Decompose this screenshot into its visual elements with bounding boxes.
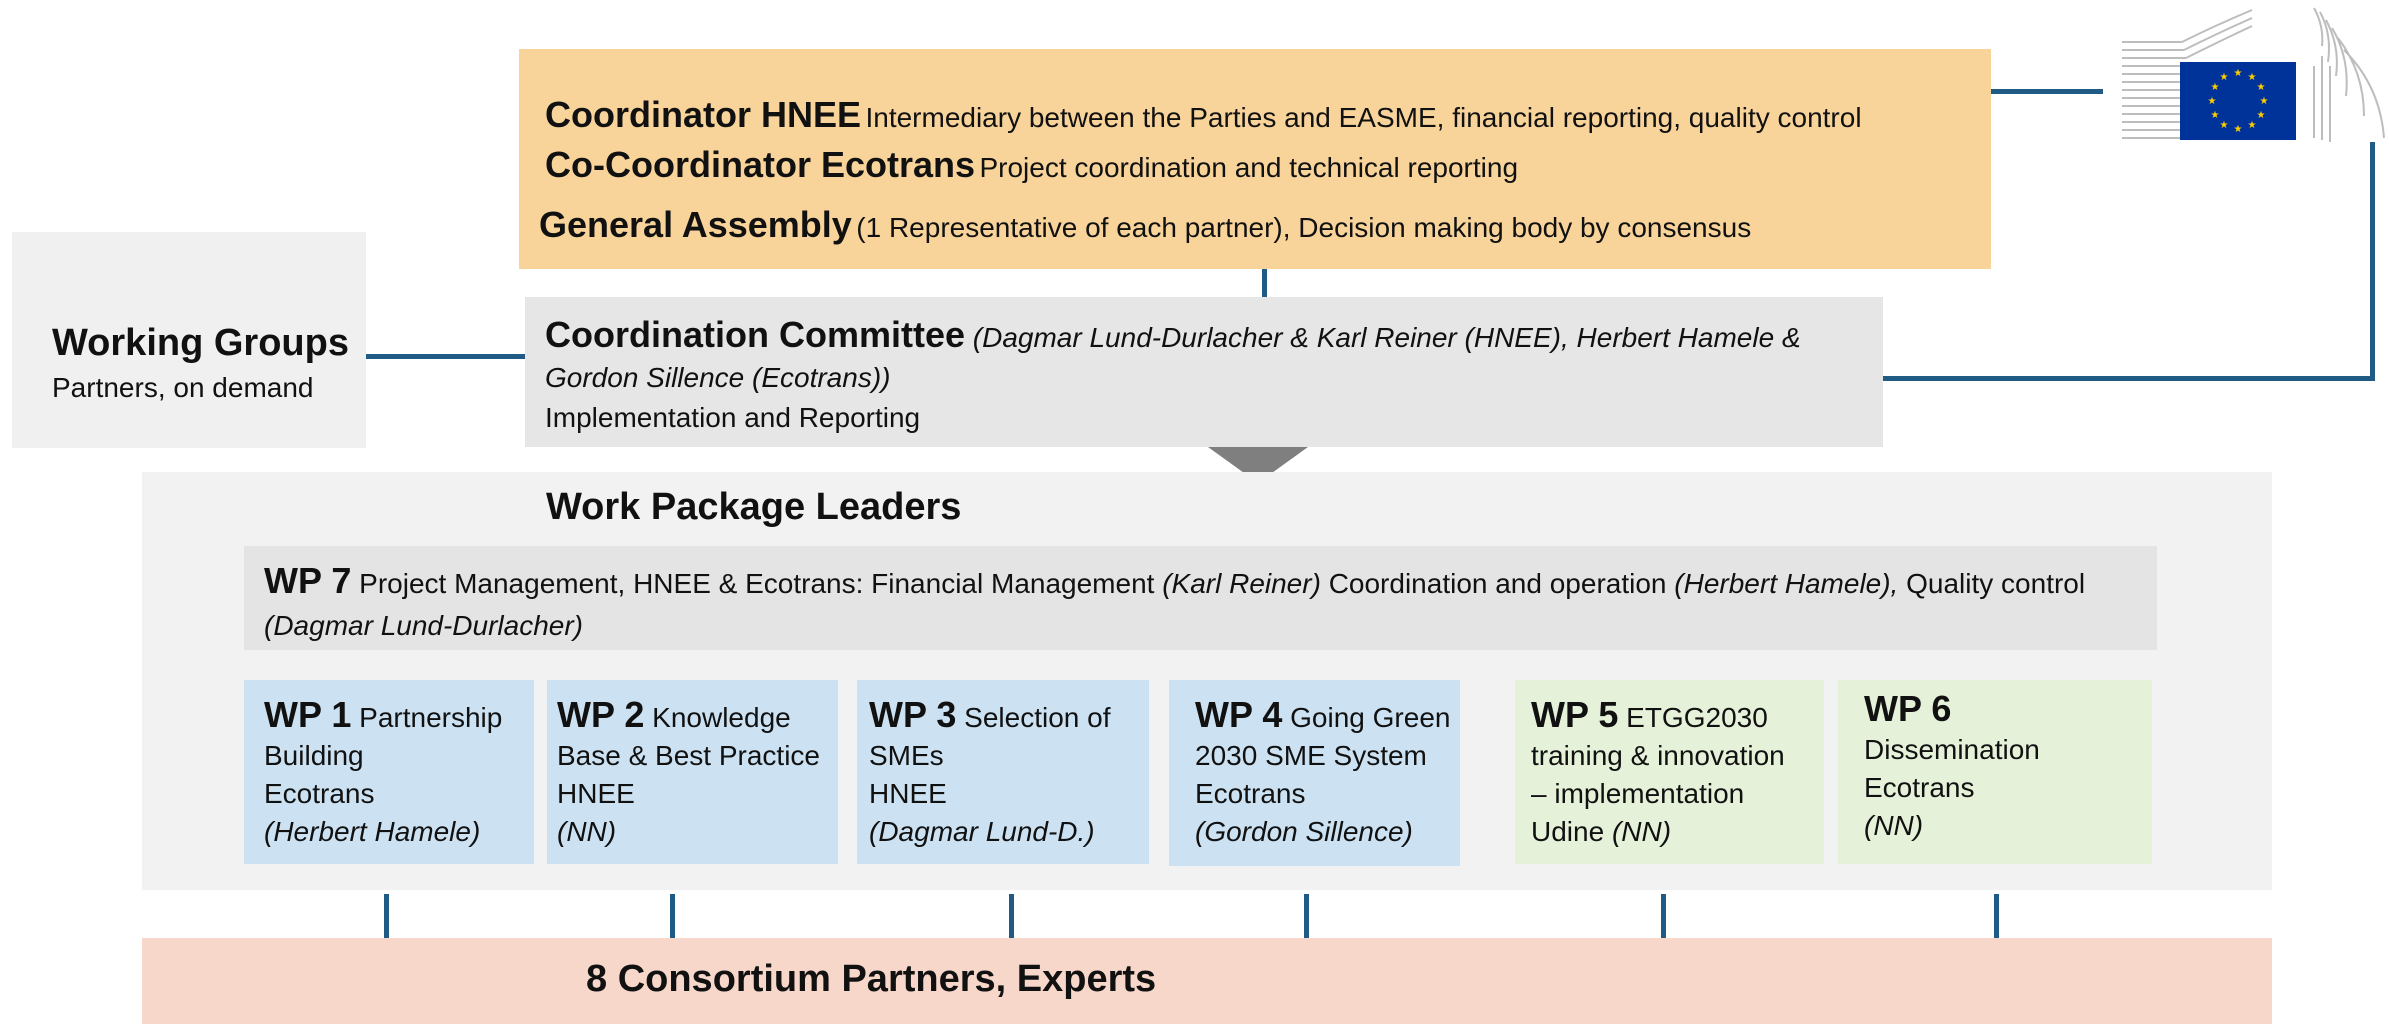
wp7-number: WP 7 (264, 560, 352, 601)
connector-eu-to-committee (1883, 376, 2375, 381)
connector-wp2-consortium (670, 894, 675, 938)
eu-commission-logo: ★ ★ ★ ★ ★ ★ ★ ★ ★ ★ ★ ★ (2122, 7, 2385, 142)
wp-lead: (Herbert Hamele) (264, 816, 481, 847)
wp-lead: (NN) (1864, 810, 1924, 841)
wp7-person1: (Karl Reiner) (1162, 568, 1321, 599)
connector-wp1-consortium (384, 894, 389, 938)
wp-lead: (NN) (557, 816, 617, 847)
wp3-box: WP 3 Selection of SMEs HNEE (Dagmar Lund… (857, 680, 1149, 864)
svg-text:★: ★ (2208, 96, 2217, 107)
svg-text:★: ★ (2234, 68, 2243, 79)
coordinator-title: Coordinator HNEE (545, 94, 862, 135)
wp-number: WP 2 (557, 694, 645, 735)
connector-coord-to-committee (1262, 260, 1267, 297)
wp5-box: WP 5 ETGG2030 training & innovation – im… (1515, 680, 1824, 864)
wp4-box: WP 4 Going Green 2030 SME System Ecotran… (1169, 680, 1460, 866)
connector-wp3-consortium (1009, 894, 1014, 938)
svg-text:★: ★ (2257, 82, 2266, 93)
svg-text:★: ★ (2248, 72, 2257, 83)
wp-title: Partnership Building (264, 702, 503, 771)
coordinator-desc: Intermediary between the Parties and EAS… (865, 102, 1862, 133)
wp7-person3: (Dagmar Lund-Durlacher) (264, 610, 584, 641)
connector-wp4-consortium (1304, 894, 1309, 938)
wp-title: Selection of SMEs (869, 702, 1111, 771)
svg-text:★: ★ (2220, 120, 2229, 131)
coordination-box: Coordinator HNEE Intermediary between th… (519, 49, 1991, 269)
wp-title: Dissemination (1864, 734, 2040, 765)
cocoordinator-desc: Project coordination and technical repor… (979, 152, 1519, 183)
work-package-leaders-title: Work Package Leaders (546, 486, 962, 528)
connector-coord-to-eu (1991, 89, 2103, 94)
wp7-box: WP 7 Project Management, HNEE & Ecotrans… (244, 546, 2157, 650)
wp7-text3: Quality control (1906, 568, 2086, 599)
wp-number: WP 5 (1531, 694, 1619, 735)
svg-text:★: ★ (2248, 120, 2257, 131)
wp-org: Ecotrans (264, 778, 375, 809)
wp2-box: WP 2 Knowledge Base & Best Practice HNEE… (547, 680, 838, 864)
wp-lead: (Gordon Sillence) (1195, 816, 1413, 847)
cocoordinator-title: Co-Coordinator Ecotrans (545, 144, 976, 185)
wp-lead: (Dagmar Lund-D.) (869, 816, 1095, 847)
assembly-row: General Assembly (1 Representative of ea… (539, 207, 1991, 243)
connector-wp6-consortium (1994, 894, 1999, 938)
svg-text:★: ★ (2220, 72, 2229, 83)
wp1-box: WP 1 Partnership Building Ecotrans (Herb… (244, 680, 534, 864)
wp-org: Udine (1531, 816, 1605, 847)
consortium-title: 8 Consortium Partners, Experts (586, 958, 1157, 1000)
svg-text:★: ★ (2211, 82, 2220, 93)
wp7-person2: (Herbert Hamele), (1674, 568, 1899, 599)
wp-org: Ecotrans (1864, 772, 1975, 803)
svg-text:★: ★ (2257, 110, 2266, 121)
consortium-box (142, 938, 2272, 1024)
assembly-title: General Assembly (539, 204, 852, 245)
wp-number: WP 1 (264, 694, 352, 735)
wp-org: HNEE (869, 778, 947, 809)
working-groups-desc: Partners, on demand (52, 372, 314, 403)
coordinator-row: Coordinator HNEE Intermediary between th… (545, 97, 1991, 133)
committee-title: Coordination Committee (545, 314, 965, 355)
committee-heading: Coordination Committee (Dagmar Lund-Durl… (545, 315, 1863, 398)
svg-text:★: ★ (2211, 110, 2220, 121)
cocoordinator-row: Co-Coordinator Ecotrans Project coordina… (545, 147, 1991, 183)
wp7-text2: Coordination and operation (1328, 568, 1667, 599)
wp-number: WP 3 (869, 694, 957, 735)
coordination-committee-box: Coordination Committee (Dagmar Lund-Durl… (525, 297, 1883, 447)
svg-text:★: ★ (2234, 124, 2243, 135)
wp6-box: WP 6 Dissemination Ecotrans (NN) (1838, 680, 2152, 864)
committee-members: (Dagmar Lund-Durlacher & Karl Reiner (HN… (545, 322, 1801, 393)
wp-title: Knowledge Base & Best Practice (557, 702, 821, 771)
wp-number: WP 4 (1195, 694, 1283, 735)
working-groups-box: Working Groups Partners, on demand (12, 232, 366, 448)
wp-org: Ecotrans (1195, 778, 1306, 809)
committee-desc: Implementation and Reporting (545, 402, 921, 433)
wp-title: ETGG2030 training & innovation – impleme… (1531, 702, 1785, 809)
wp-title: Going Green 2030 SME System (1195, 702, 1451, 771)
wp7-text1: Project Management, HNEE & Ecotrans: Fin… (359, 568, 1155, 599)
connector-eu-down (2370, 142, 2375, 380)
wp-org: HNEE (557, 778, 635, 809)
assembly-desc: (1 Representative of each partner), Deci… (856, 212, 1752, 243)
wp-number: WP 6 (1864, 688, 1952, 729)
connector-wp5-consortium (1661, 894, 1666, 938)
wp-lead: (NN) (1611, 816, 1672, 847)
svg-text:★: ★ (2260, 96, 2269, 107)
connector-wg-to-committee (366, 354, 525, 359)
working-groups-title: Working Groups (52, 322, 349, 364)
